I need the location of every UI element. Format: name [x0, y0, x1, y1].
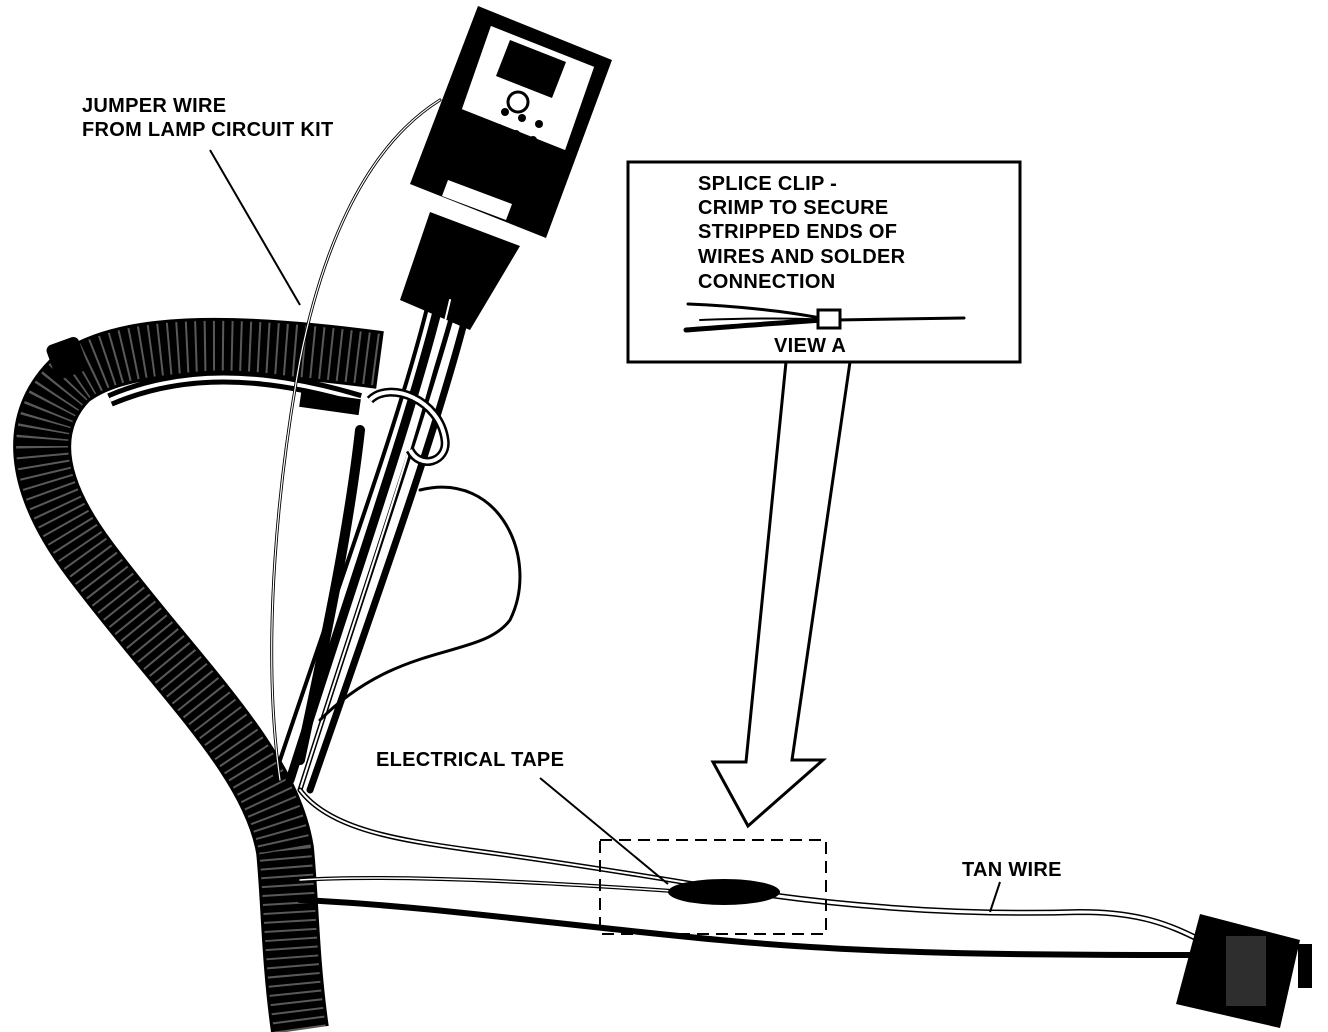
plug-connector	[1176, 914, 1312, 1028]
wire-bundle	[270, 98, 522, 794]
corrugated-conduit	[13, 317, 384, 1032]
splice-clip-label-line2: CRIMP TO SECURE	[698, 197, 888, 219]
view-a-callout	[626, 160, 1022, 829]
tan-wire-label: TAN WIRE	[962, 859, 1062, 881]
electrical-tape-splice	[668, 879, 780, 905]
multi-pin-connector	[400, 6, 612, 330]
wire-clamp	[299, 387, 450, 466]
splice-detail-box	[599, 839, 827, 935]
jumper-wire-label-line2: FROM LAMP CIRCUIT KIT	[82, 119, 333, 141]
tan-wire-leader	[989, 881, 1001, 913]
electrical-tape-leader	[539, 777, 669, 885]
lead-wires	[297, 787, 1203, 958]
splice-clip-label-line3: STRIPPED ENDS OF	[698, 221, 897, 243]
splice-clip-label-line5: CONNECTION	[698, 271, 835, 293]
jumper-wire-leader	[209, 149, 301, 306]
view-a-label: VIEW A	[774, 335, 846, 357]
jumper-wire-label-line1: JUMPER WIRE	[82, 95, 226, 117]
black-wire	[297, 897, 1193, 958]
splice-clip-label-line1: SPLICE CLIP -	[698, 173, 837, 195]
electrical-tape-label: ELECTRICAL TAPE	[376, 749, 564, 771]
splice-clip-label-line4: WIRES AND SOLDER	[698, 246, 906, 268]
